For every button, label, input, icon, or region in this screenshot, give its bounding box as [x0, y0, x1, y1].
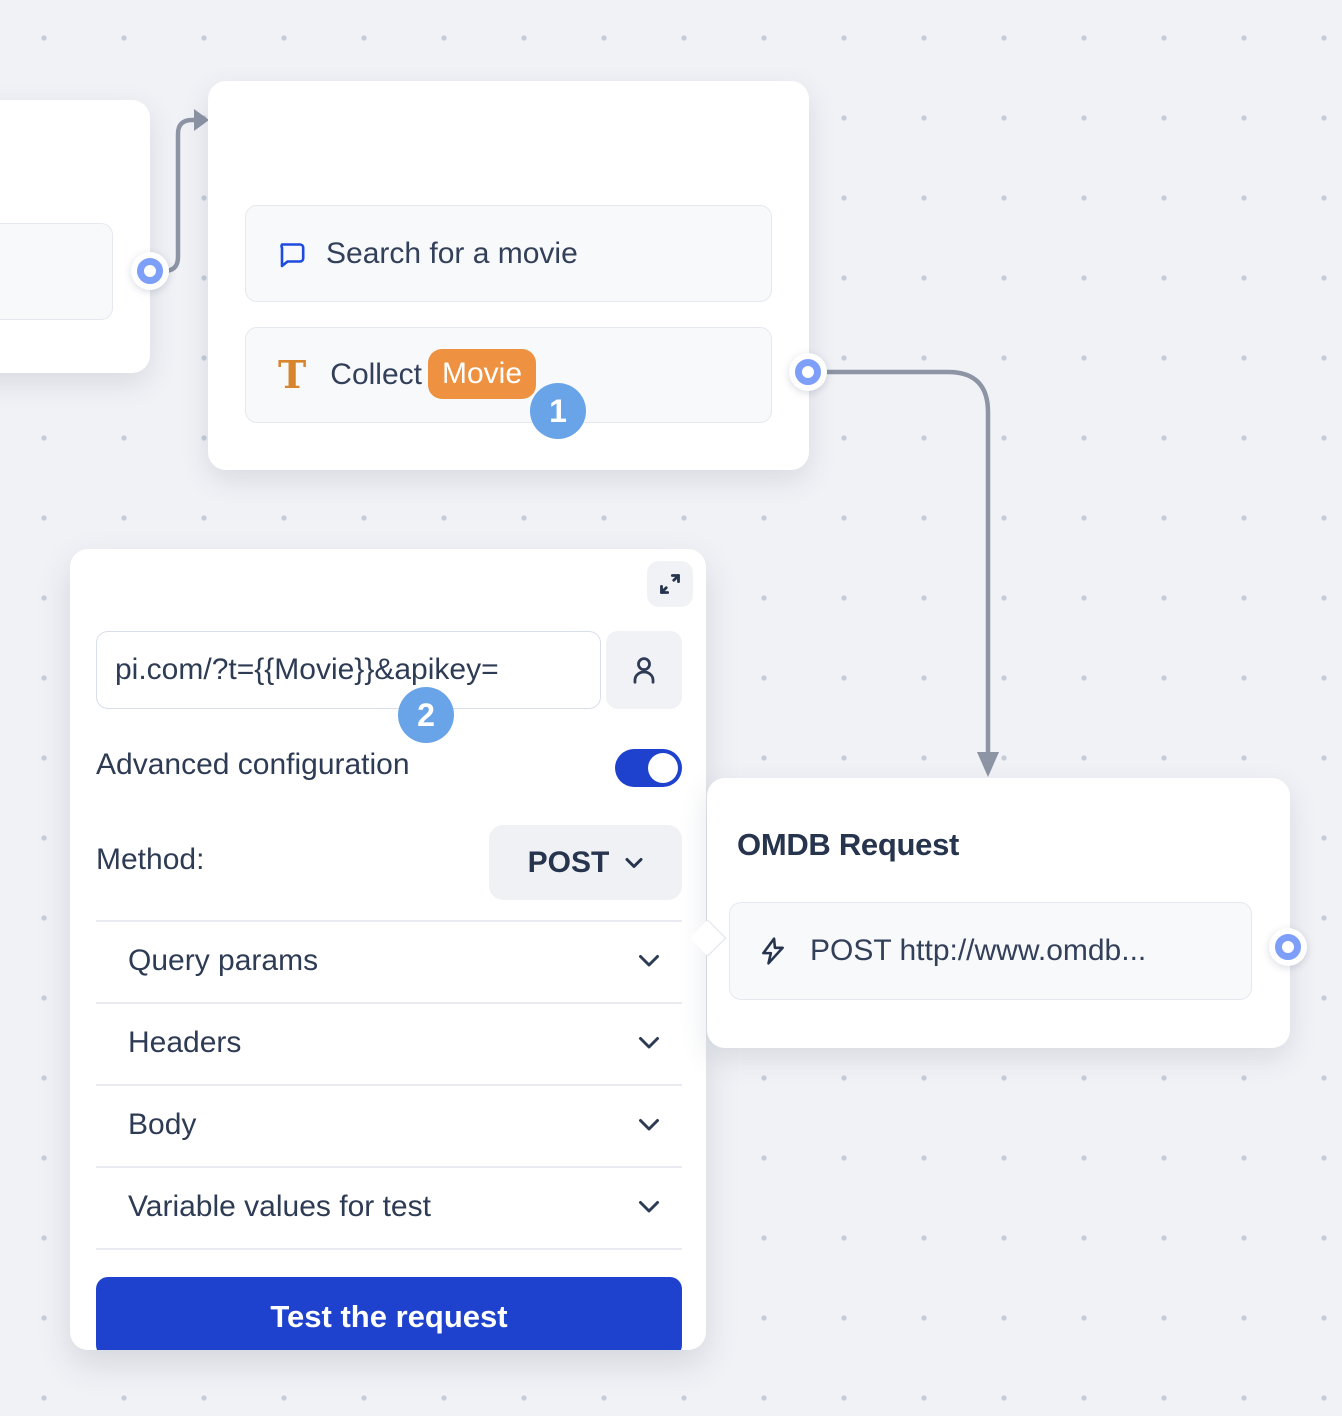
divider [96, 1084, 682, 1086]
section-label: Query params [128, 944, 319, 977]
advanced-configuration-label: Advanced configuration [96, 748, 410, 781]
toggle-knob [648, 753, 678, 783]
output-port[interactable] [131, 252, 169, 290]
auth-user-button[interactable] [606, 631, 682, 709]
section-label: Variable values for test [128, 1190, 431, 1223]
chevron-down-icon [625, 857, 643, 868]
arrowhead-down-icon [977, 752, 999, 777]
block-question[interactable]: Search for a movie [245, 205, 772, 302]
block-label: POST http://www.omdb... [810, 934, 1147, 967]
chevron-down-icon [638, 1118, 660, 1132]
block-collect[interactable]: T Collect Movie [245, 327, 772, 423]
divider [96, 920, 682, 922]
section-variable-values[interactable]: Variable values for test [96, 1167, 682, 1247]
step-badge-1: 1 [530, 383, 586, 439]
method-label: Method: [96, 843, 205, 876]
method-select[interactable]: POST [489, 825, 682, 900]
chevron-down-icon [638, 1036, 660, 1050]
chevron-down-icon [638, 1200, 660, 1214]
expand-icon [660, 574, 680, 594]
section-label: Body [128, 1108, 197, 1141]
node-title: OMDB Request [737, 827, 960, 862]
block-label: Collect [330, 358, 422, 391]
divider [96, 1002, 682, 1004]
node-movie-search[interactable]: Movie search Search for a movie T Collec… [208, 81, 809, 470]
url-input[interactable] [96, 631, 601, 709]
chevron-down-icon [638, 954, 660, 968]
node-partial-left[interactable] [0, 100, 150, 373]
section-body[interactable]: Body [96, 1085, 682, 1165]
divider [96, 1248, 682, 1250]
text-collect-icon: T [278, 352, 307, 397]
arrowhead-right-icon [194, 109, 209, 131]
connector-movie-search-to-omdb [817, 369, 991, 755]
section-query-params[interactable]: Query params [96, 921, 682, 1001]
output-port[interactable] [1269, 928, 1307, 966]
step-badge-2: 2 [398, 687, 454, 743]
section-label: Headers [128, 1026, 242, 1059]
output-port[interactable] [789, 353, 827, 391]
person-icon [633, 657, 655, 684]
block-row[interactable] [0, 223, 113, 320]
connector-left-to-movie-search [159, 117, 198, 274]
section-headers[interactable]: Headers [96, 1003, 682, 1083]
chat-bubble-icon [276, 239, 306, 269]
node-omdb-request[interactable]: OMDB Request POST http://www.omdb... [689, 778, 1290, 1048]
lightning-icon [758, 936, 788, 966]
advanced-configuration-toggle[interactable] [615, 749, 682, 787]
request-config-panel: 2 Advanced configuration Method: POST Qu… [70, 549, 706, 1350]
method-value: POST [527, 845, 610, 879]
block-webhook[interactable]: POST http://www.omdb... [729, 902, 1252, 1000]
variable-tag-movie: Movie [428, 349, 536, 399]
test-request-button[interactable]: Test the request [96, 1277, 682, 1350]
block-label: Search for a movie [326, 236, 578, 270]
expand-button[interactable] [647, 561, 693, 607]
divider [96, 1166, 682, 1168]
